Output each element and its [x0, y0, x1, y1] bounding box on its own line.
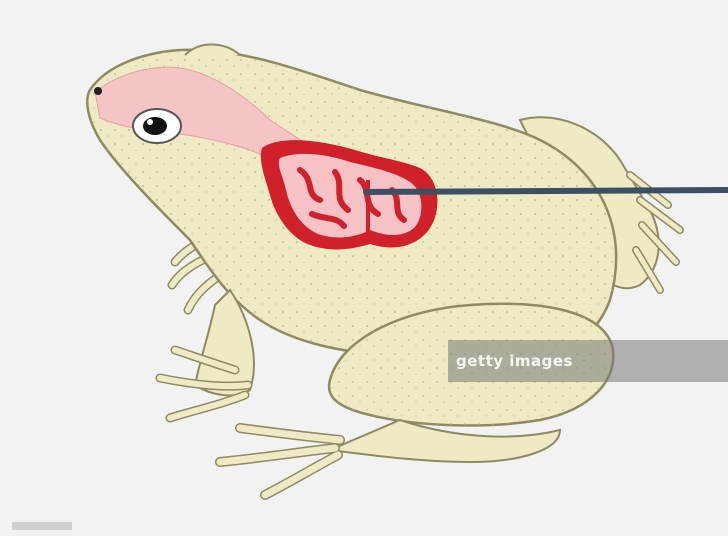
- footer-mark: [12, 522, 72, 530]
- watermark-brand: getty images: [456, 352, 573, 370]
- frog-nostril: [94, 87, 102, 95]
- watermark: getty images: [448, 340, 728, 382]
- near-front-leg: [160, 290, 254, 418]
- frog-eye: [133, 109, 181, 143]
- near-back-leg: [220, 304, 613, 495]
